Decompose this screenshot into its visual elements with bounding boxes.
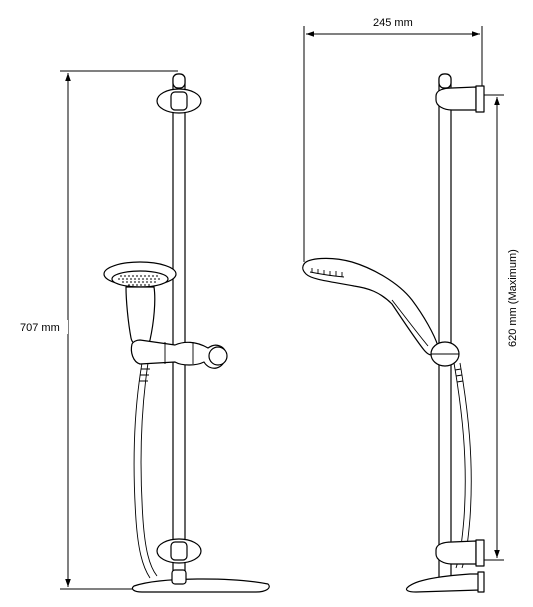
side-soap-dish xyxy=(405,573,481,593)
side-handset xyxy=(302,257,439,356)
front-upper-bracket-clamp xyxy=(170,91,188,111)
front-soap-dish xyxy=(131,578,270,593)
front-handset-spray-holes xyxy=(118,275,162,286)
side-handset-face xyxy=(309,271,345,278)
side-hose-ridges xyxy=(454,368,464,383)
side-rail xyxy=(438,73,452,584)
depth-label: 245 mm xyxy=(373,17,413,29)
adjust-label-background xyxy=(505,240,519,352)
front-hose-inner xyxy=(140,362,158,577)
depth-dimension: 245 mm xyxy=(303,17,483,262)
side-view: 245 mm 620 mm (Maximum) xyxy=(302,17,519,593)
height-dimension: 707 mm xyxy=(18,70,178,590)
side-hose xyxy=(453,362,466,569)
front-view: 707 mm xyxy=(18,70,270,593)
front-handset-handle xyxy=(125,286,156,348)
adjustable-height-dimension: 620 mm (Maximum) xyxy=(472,94,519,561)
side-lower-bracket xyxy=(435,540,477,565)
side-rail-top-cap xyxy=(438,73,452,89)
front-rail-top-cap xyxy=(172,73,186,89)
front-hose xyxy=(133,362,151,579)
front-hose-ridges xyxy=(139,368,150,382)
front-slider-knob xyxy=(208,346,228,366)
side-lower-wall-plate xyxy=(475,539,485,567)
front-soap-dish-mount xyxy=(171,569,187,585)
side-handset-nozzles xyxy=(311,268,343,277)
side-upper-bracket xyxy=(435,86,477,111)
height-label: 707 mm xyxy=(20,322,60,334)
side-handset-seam xyxy=(391,299,429,347)
front-rail xyxy=(172,73,186,584)
height-label-background xyxy=(18,320,68,334)
side-upper-wall-plate xyxy=(475,85,485,113)
front-lower-bracket-clamp xyxy=(170,541,188,561)
side-soap-dish-plate xyxy=(477,571,485,593)
adjust-label: 620 mm (Maximum) xyxy=(507,249,519,347)
